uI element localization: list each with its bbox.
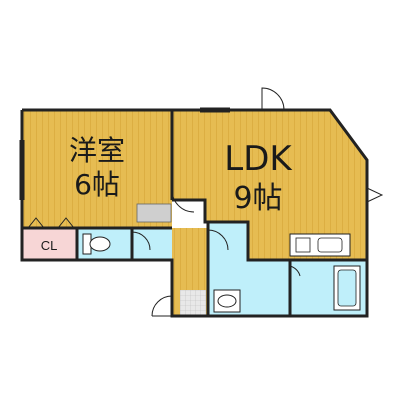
western-room-size: 6帖: [74, 168, 120, 201]
western-room-name: 洋室: [69, 134, 125, 167]
ldk-floor: [172, 110, 367, 260]
closet-label: CL: [41, 238, 58, 253]
closet-floor: [22, 228, 77, 260]
windows: [19, 107, 230, 200]
washbasin-fixture: [213, 289, 241, 313]
doors: [27, 87, 384, 317]
ldk-size: 9帖: [233, 181, 282, 216]
entrance-floor: [180, 290, 206, 316]
bathtub: [333, 265, 361, 311]
walls: [20, 108, 369, 318]
ldk-name: LDK: [224, 139, 293, 179]
shoe-box: [136, 203, 172, 223]
toilet-fixture: [82, 233, 111, 255]
kitchen-counter: [289, 233, 351, 257]
